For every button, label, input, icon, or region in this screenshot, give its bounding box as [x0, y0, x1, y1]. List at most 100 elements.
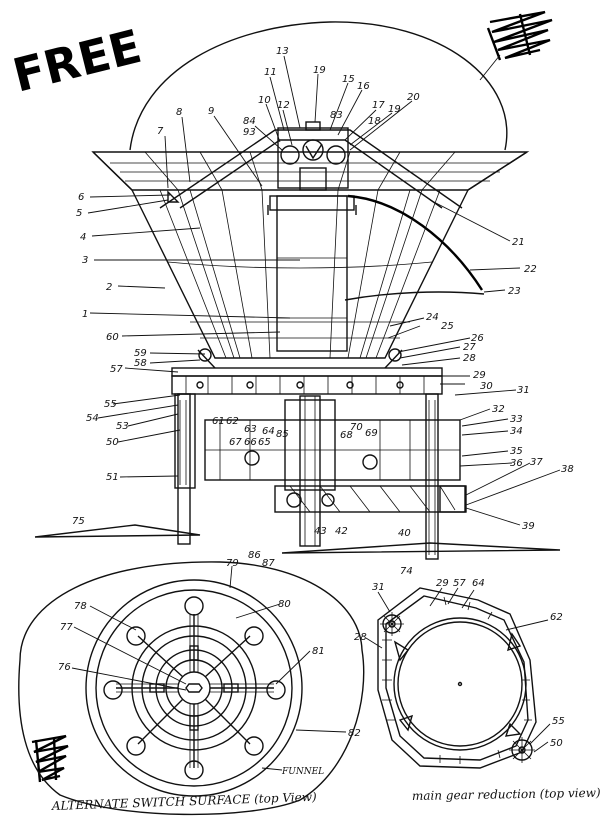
part-label: 74	[400, 566, 413, 577]
part-label: 19	[313, 65, 326, 76]
part-label: 64	[472, 578, 485, 589]
part-label: 57	[110, 364, 123, 375]
part-label: 32	[492, 404, 505, 415]
part-label: 24	[426, 312, 439, 323]
ground-line-74	[281, 542, 561, 554]
switch-labels: 79 80 78 77 76 81 82 FUNNEL	[58, 558, 361, 777]
part-label: 25	[441, 321, 454, 332]
part-label: 8	[176, 107, 182, 118]
part-label: 77	[60, 622, 73, 633]
part-label: 40	[398, 528, 411, 539]
column-cap	[269, 195, 355, 211]
part-label: 78	[74, 601, 87, 612]
part-label: 58	[134, 358, 147, 369]
part-label: 86	[248, 550, 261, 561]
part-label: 42	[335, 526, 348, 537]
part-label: 10	[258, 95, 271, 106]
part-label: 11	[264, 67, 277, 78]
top-gimbal-assembly	[159, 121, 463, 215]
part-label: 93	[243, 127, 256, 138]
part-label: 65	[258, 437, 271, 448]
alternate-switch-surface	[18, 561, 365, 816]
part-label: 7	[157, 126, 164, 137]
funnel-caption: FUNNEL	[281, 767, 324, 777]
part-label: 31	[372, 582, 385, 593]
part-label: 9	[208, 106, 214, 117]
ink-scribble-bottom-left	[31, 734, 69, 783]
part-label: 50	[550, 738, 563, 749]
leader-lines	[87, 55, 561, 526]
part-label: 28	[463, 353, 476, 364]
support-legs	[174, 393, 439, 560]
part-label: 66	[244, 437, 257, 448]
part-labels-upper: 13 19 15 16 11 10 12 83 17 18 19 20 84 9…	[72, 46, 574, 577]
part-label: 55	[104, 399, 117, 410]
part-label: 5	[76, 208, 82, 219]
part-label: 69	[365, 428, 378, 439]
part-label: 82	[348, 728, 361, 739]
part-label: 34	[510, 426, 523, 437]
part-label: 57	[453, 578, 466, 589]
part-label: 83	[330, 110, 343, 121]
lower-cable	[344, 291, 485, 301]
part-label: 51	[106, 472, 119, 483]
part-label: 21	[512, 237, 525, 248]
gear-labels: 31 29 57 64 62 28 55 50	[354, 578, 565, 749]
part-label: 68	[340, 430, 353, 441]
part-label: 67	[229, 437, 242, 448]
part-label: 84	[243, 116, 256, 127]
part-label: 35	[510, 446, 523, 457]
part-label: 87	[262, 558, 275, 569]
housing-outline	[129, 21, 508, 151]
part-label: 81	[312, 646, 325, 657]
part-label: 70	[350, 422, 363, 433]
part-label: 54	[86, 413, 99, 424]
part-label: 37	[530, 457, 543, 468]
part-label: 61	[212, 416, 225, 427]
ink-scribble-top-right	[486, 10, 553, 61]
part-label: 76	[58, 662, 71, 673]
part-label: 31	[517, 385, 530, 396]
part-label: 36	[510, 458, 523, 469]
part-label: 79	[226, 558, 239, 569]
part-label: 38	[561, 464, 574, 475]
part-label: 4	[80, 232, 86, 243]
part-label: 62	[550, 612, 563, 623]
lower-gear-box	[204, 395, 467, 547]
part-label: 12	[277, 100, 290, 111]
part-label: 27	[463, 342, 476, 353]
part-label: 53	[116, 421, 129, 432]
gear-reduction-caption: main gear reduction (top view)	[412, 786, 600, 803]
part-label: 43	[314, 526, 327, 537]
part-label: 80	[278, 599, 291, 610]
part-label: 2	[106, 282, 112, 293]
part-label: 55	[552, 716, 565, 727]
part-label: 39	[522, 521, 535, 532]
part-label: 29	[473, 370, 486, 381]
part-label: 3	[82, 255, 88, 266]
ground-line-75	[34, 524, 201, 538]
part-label: 64	[262, 426, 275, 437]
part-label: 22	[524, 264, 537, 275]
chain-platform	[171, 348, 443, 395]
funnel-cone	[91, 151, 530, 359]
free-stamp: FREE	[8, 19, 147, 103]
part-label: 60	[106, 332, 119, 343]
part-label: 50	[106, 437, 119, 448]
part-label: 26	[471, 333, 484, 344]
part-label: 15	[342, 74, 355, 85]
part-label: 62	[226, 416, 239, 427]
part-label: 30	[480, 381, 493, 392]
power-cable	[347, 194, 484, 291]
part-label: 63	[244, 424, 257, 435]
switch-surface-caption: ALTERNATE SWITCH SURFACE (top View)	[51, 790, 318, 813]
part-label: 85	[276, 429, 289, 440]
part-label: 16	[357, 81, 370, 92]
part-label: 6	[78, 192, 84, 203]
part-label: 23	[508, 286, 521, 297]
part-label: 33	[510, 414, 523, 425]
part-label: 75	[72, 516, 85, 527]
part-label: 1	[82, 309, 88, 320]
